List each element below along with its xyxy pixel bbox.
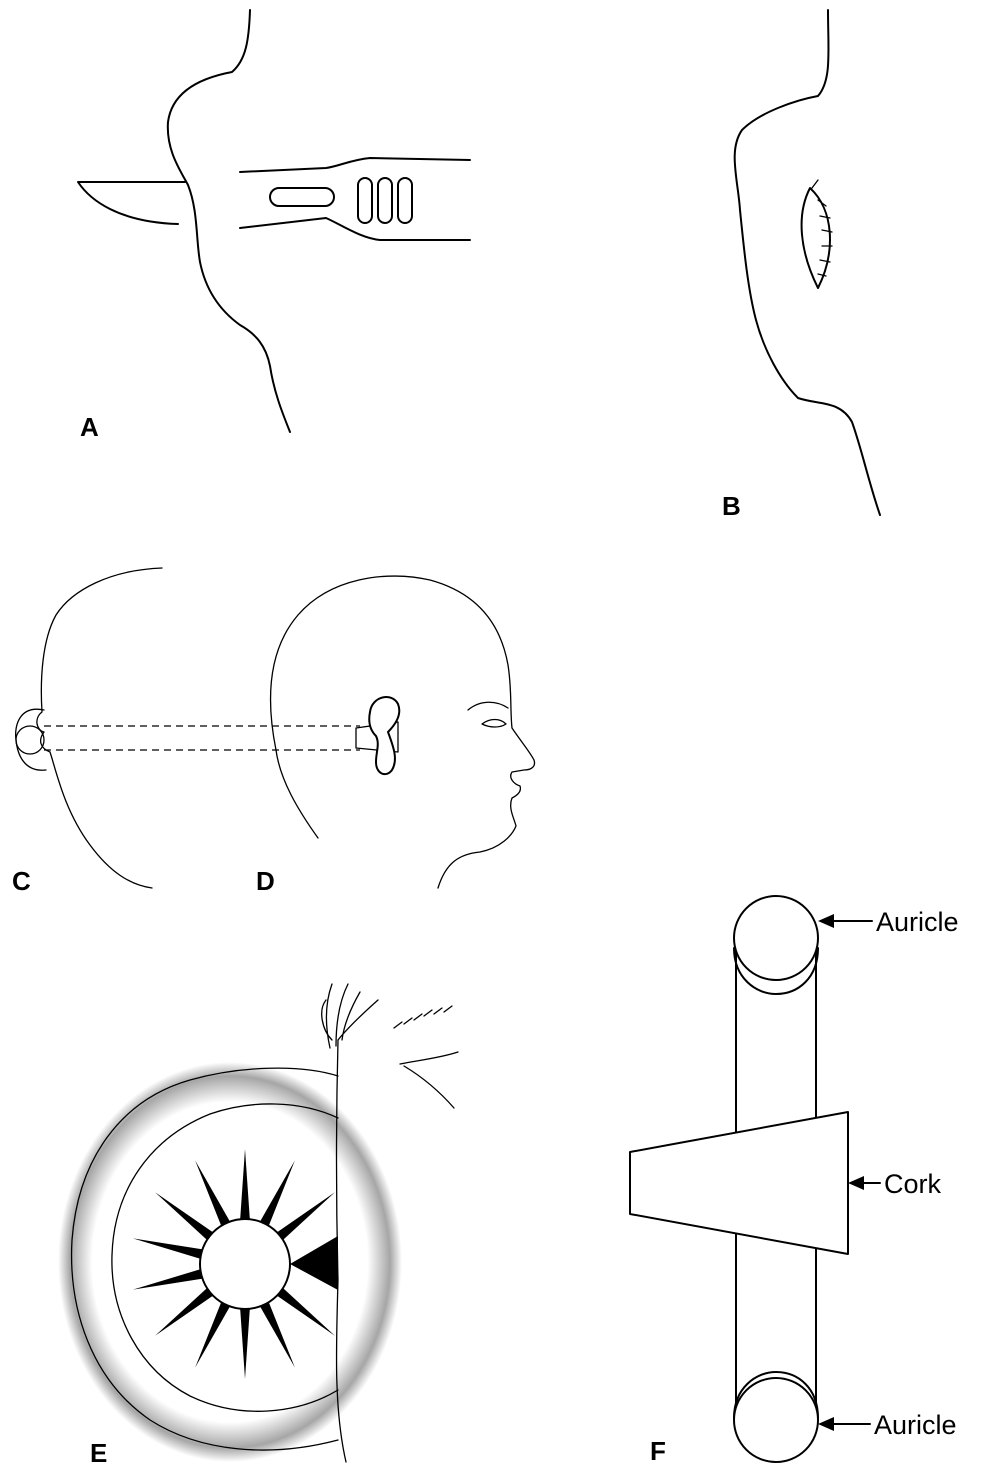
auricle-top-disc	[734, 896, 818, 980]
eye	[482, 720, 506, 728]
cork-shape	[630, 1112, 848, 1254]
panel-label-e: E	[90, 1438, 107, 1468]
panel-label-a: A	[80, 412, 99, 442]
eye-sketch	[400, 1052, 458, 1108]
panel-label-b: B	[722, 491, 741, 521]
head-profile	[271, 576, 535, 888]
panel-b-drawing	[735, 10, 880, 515]
handle-slot	[270, 188, 334, 206]
handle-grip-1	[358, 178, 372, 223]
auricle-bottom-disc	[734, 1378, 818, 1462]
callout-cork: Cork	[884, 1169, 942, 1199]
ear-canal-rear	[16, 726, 44, 754]
handle-grip-2	[378, 178, 392, 223]
panel-label-c: C	[12, 866, 31, 896]
panel-a-drawing	[78, 10, 470, 432]
callout-auricle-bottom: Auricle	[874, 1410, 957, 1440]
panel-f-drawing	[630, 896, 880, 1462]
scalpel-blade	[78, 182, 185, 224]
brow-strokes	[394, 1006, 452, 1028]
ear-outline-a	[168, 10, 290, 432]
panel-e-drawing	[58, 984, 458, 1462]
incision	[802, 188, 830, 288]
canal-opening	[200, 1219, 290, 1309]
panel-c-drawing	[16, 568, 162, 888]
arrow-auricle-top	[818, 914, 872, 928]
ear-rear-view	[16, 709, 46, 770]
projection-lines	[44, 726, 360, 750]
handle-grip-3	[398, 178, 412, 223]
arrow-auricle-bottom	[818, 1417, 870, 1431]
panel-d-drawing	[271, 576, 535, 888]
panel-label-f: F	[650, 1436, 666, 1466]
jaw-line	[338, 1000, 378, 1040]
callout-auricle-top: Auricle	[876, 907, 959, 937]
hair-strands	[322, 984, 360, 1048]
arrow-cork	[848, 1176, 880, 1190]
head-back-view	[37, 568, 162, 888]
eyebrow	[468, 702, 508, 710]
scalpel-handle	[240, 158, 470, 240]
panel-label-d: D	[256, 866, 275, 896]
